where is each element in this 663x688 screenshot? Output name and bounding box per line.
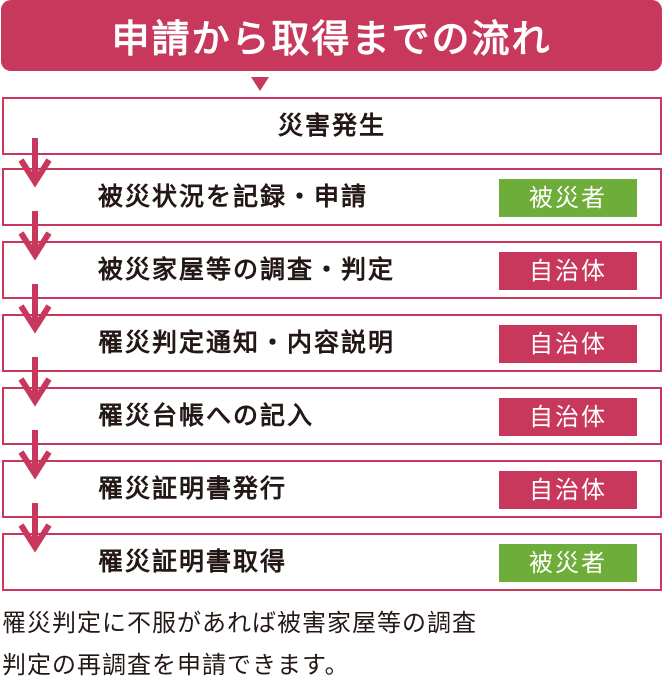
down-triangle-icon xyxy=(251,77,269,91)
step-label: 災害発生 xyxy=(277,111,386,140)
step-certificate-issue: 罹災証明書発行 自治体 xyxy=(2,460,662,518)
step-label: 被災状況を記録・申請 xyxy=(98,182,369,211)
down-arrow-icon xyxy=(18,138,52,188)
step-notification: 罹災判定通知・内容説明 自治体 xyxy=(2,314,662,372)
down-arrow-icon xyxy=(18,503,52,553)
actor-badge: 自治体 xyxy=(499,252,637,290)
actor-badge: 自治体 xyxy=(499,325,637,363)
actor-badge: 自治体 xyxy=(499,471,637,509)
step-record-apply: 被災状況を記録・申請 被災者 xyxy=(2,168,662,226)
note-line-2: 判定の再調査を申請できます。 xyxy=(2,651,350,679)
step-label: 罹災証明書発行 xyxy=(98,474,288,503)
down-arrow-icon xyxy=(18,284,52,334)
step-label: 被災家屋等の調査・判定 xyxy=(98,255,396,284)
diagram-title: 申請から取得までの流れ xyxy=(1,0,662,71)
step-label: 罹災台帳への記入 xyxy=(98,401,315,430)
down-arrow-icon xyxy=(18,211,52,261)
step-ledger-entry: 罹災台帳への記入 自治体 xyxy=(2,387,662,445)
down-arrow-icon xyxy=(18,430,52,480)
actor-badge: 被災者 xyxy=(499,179,637,217)
step-survey-judgement: 被災家屋等の調査・判定 自治体 xyxy=(2,241,662,299)
step-label: 罹災判定通知・内容説明 xyxy=(98,328,396,357)
actor-badge: 被災者 xyxy=(499,544,637,582)
down-arrow-icon xyxy=(18,357,52,407)
note-line-1: 罹災判定に不服があれば被害家屋等の調査 xyxy=(2,609,477,637)
actor-badge: 自治体 xyxy=(499,398,637,436)
step-certificate-obtain: 罹災証明書取得 被災者 xyxy=(2,533,662,591)
step-label: 罹災証明書取得 xyxy=(98,547,288,576)
step-disaster-occurs: 災害発生 xyxy=(2,97,662,155)
